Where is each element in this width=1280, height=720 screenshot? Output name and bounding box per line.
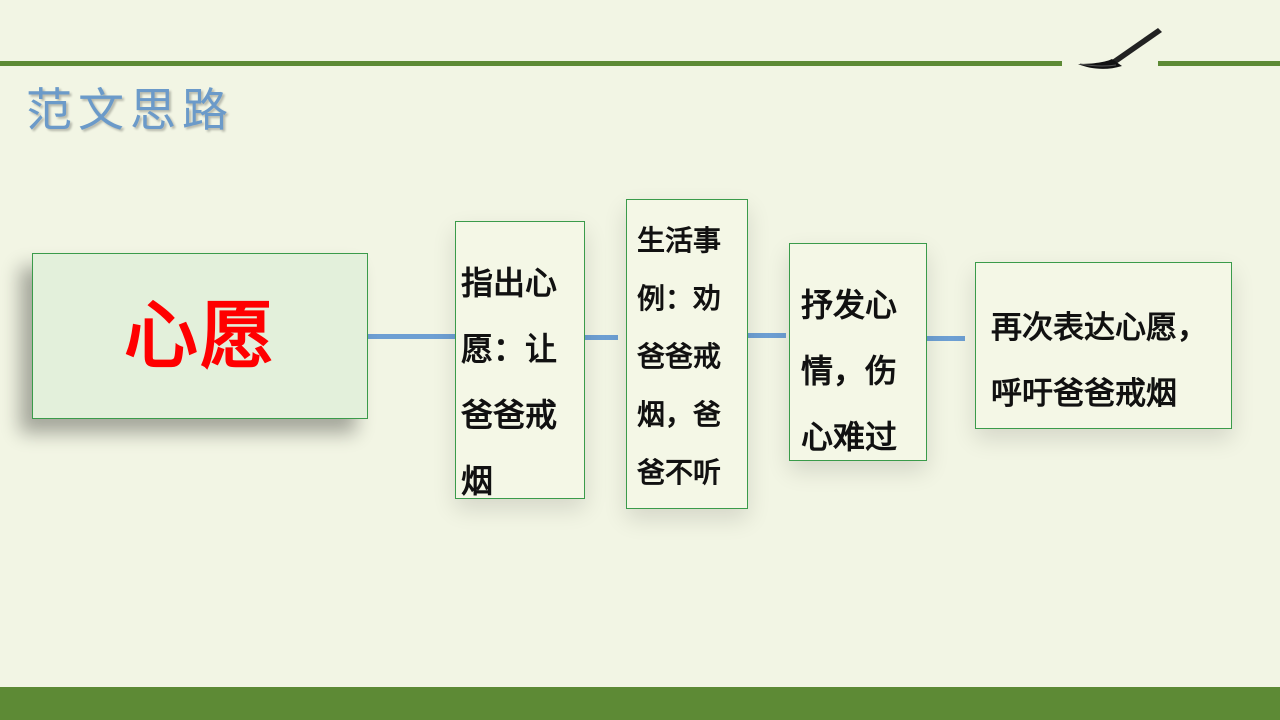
step-box-4: 再次表达心愿，呼吁爸爸戒烟 — [975, 262, 1232, 429]
step-box-3: 抒发心情，伤心难过 — [789, 243, 927, 461]
step-box-2: 生活事例：劝爸爸戒烟，爸爸不听 — [626, 199, 748, 509]
main-theme-box: 心愿 — [32, 253, 368, 419]
connector-4 — [927, 336, 965, 341]
main-theme-text: 心愿 — [124, 293, 276, 379]
connector-1 — [368, 334, 455, 339]
connector-2 — [585, 335, 618, 340]
top-rule-right — [1158, 61, 1280, 66]
connector-3 — [748, 333, 786, 338]
step-text-3: 抒发心情，伤心难过 — [801, 286, 898, 456]
step-text-1: 指出心愿：让爸爸戒烟 — [461, 264, 558, 500]
step-text-4: 再次表达心愿，呼吁爸爸戒烟 — [991, 310, 1208, 412]
page-title: 范文思路 — [26, 83, 234, 137]
ink-brush-icon — [1078, 28, 1162, 69]
bottom-band — [0, 687, 1280, 720]
top-rule-left — [0, 61, 1062, 66]
step-text-2: 生活事例：劝爸爸戒烟，爸爸不听 — [637, 224, 722, 489]
step-box-1: 指出心愿：让爸爸戒烟 — [455, 221, 585, 500]
